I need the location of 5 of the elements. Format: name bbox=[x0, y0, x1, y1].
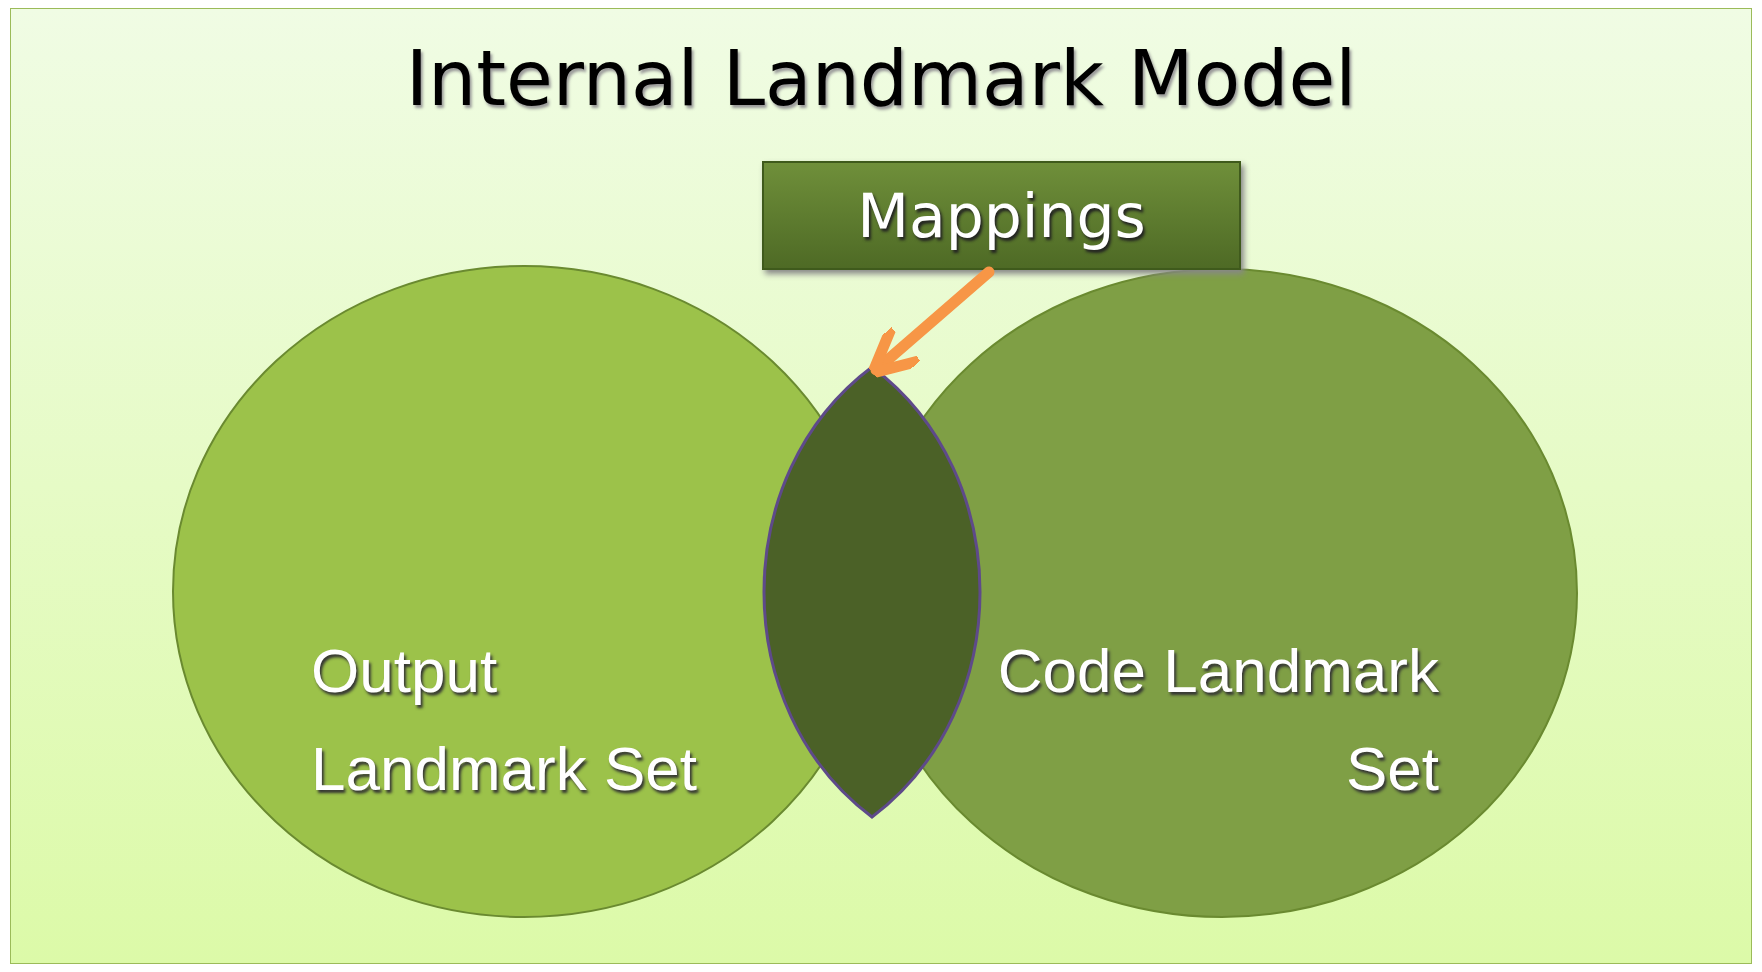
set-label: Code Landmark Set bbox=[996, 635, 1439, 805]
arrow bbox=[867, 266, 995, 379]
label-box: Mappings bbox=[762, 161, 1241, 270]
diagram-title: Internal Landmark Model bbox=[404, 34, 1358, 123]
set-label: Output Landmark Set bbox=[311, 635, 698, 805]
